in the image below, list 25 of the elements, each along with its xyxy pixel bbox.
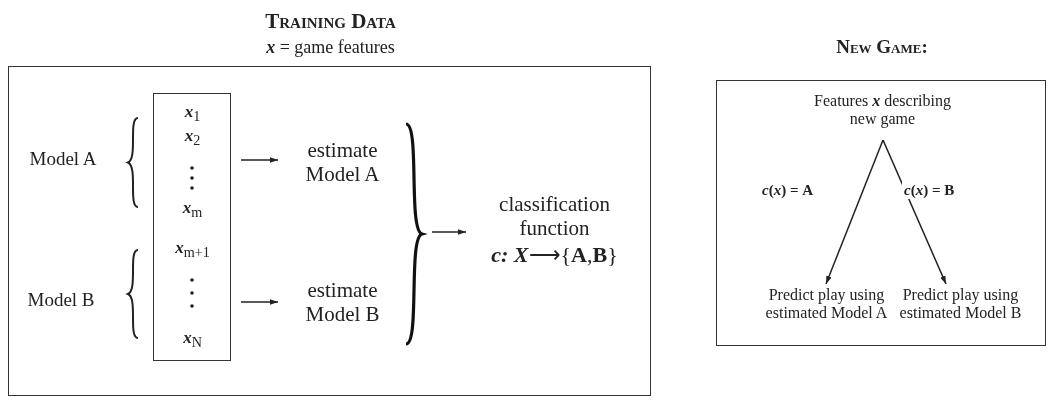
arrow (431, 229, 467, 235)
group-label: Model B (26, 289, 96, 311)
edge-label: c(x) = A (760, 182, 816, 199)
arrow (240, 157, 279, 163)
node-text: Predict play using estimated Model B (898, 285, 1023, 323)
panel-heading: Training Data (264, 9, 397, 34)
edge-label: c(x) = B (902, 182, 957, 199)
node-text: x = game features (265, 37, 396, 58)
group-label: Model A (28, 148, 98, 170)
arrow (825, 139, 884, 285)
feature-list-box (152, 92, 231, 361)
panel-heading: New Game: (835, 36, 929, 58)
feature-variable: x$_{m}$ (181, 197, 204, 221)
function-formula: c: X⟶{A,B} (490, 241, 619, 267)
node-text: Features x describing new game (813, 91, 952, 129)
node-text: estimate Model B (304, 277, 381, 326)
node-text: estimate Model A (304, 137, 381, 186)
node-text: Predict play using estimated Model A (764, 285, 889, 323)
arrow (240, 299, 279, 305)
feature-variable: x$_{2}$ (183, 125, 202, 149)
feature-variable: x$_{1}$ (183, 101, 202, 125)
node-text: classification function (498, 191, 611, 240)
arrow (882, 139, 947, 285)
feature-variable: x$_{N}$ (182, 327, 203, 351)
feature-variable: x$_{m+1}$ (174, 237, 211, 261)
